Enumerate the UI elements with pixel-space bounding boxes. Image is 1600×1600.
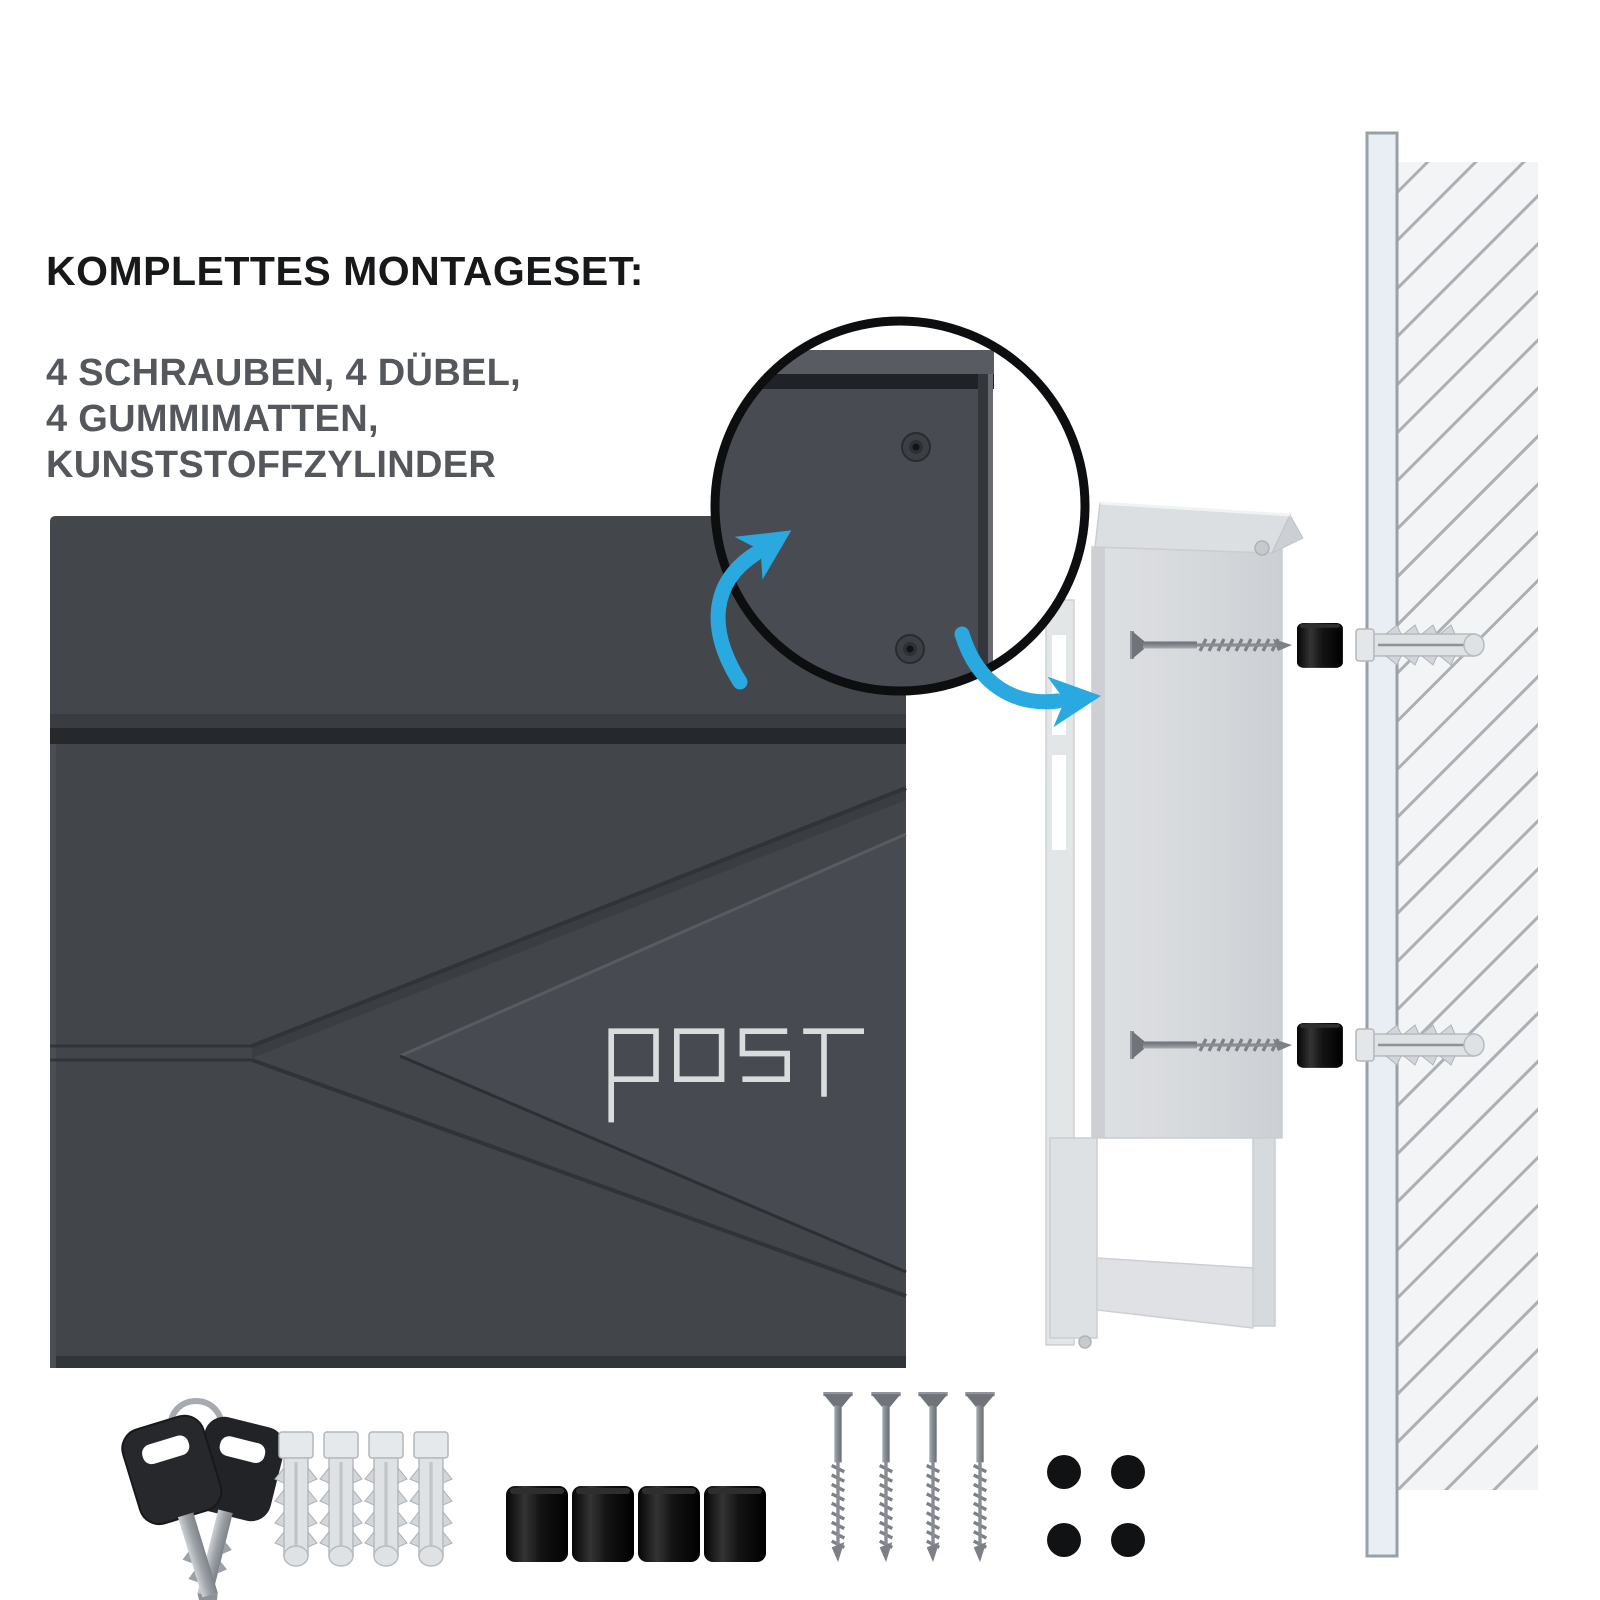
screw: [963, 1390, 997, 1564]
logo-letter-p: [608, 1028, 659, 1123]
rotate-arrow-left-icon: [710, 530, 792, 690]
lid-bottom-shade: [50, 714, 906, 728]
body-left-highlight: [50, 744, 56, 1368]
crease-lower: [251, 1058, 907, 1298]
rubber-cylinders-set: [506, 1486, 766, 1562]
bracket-slot: [1052, 755, 1066, 850]
screw: [916, 1390, 950, 1564]
side-lid-screw: [1254, 540, 1270, 556]
keys: [121, 1398, 285, 1600]
rubber-mat-dot: [1111, 1455, 1145, 1489]
back-screw-hole: [895, 634, 925, 664]
mailbox-lid: [50, 516, 906, 728]
screw: [821, 1390, 855, 1564]
rubber-mats-set: [1047, 1455, 1145, 1557]
logo-letter-s: [739, 1028, 791, 1083]
wall-plug: [364, 1431, 408, 1567]
kit-line-gummimatten: 4 GUMMIMATTEN,: [46, 398, 379, 440]
holder-screw: [1078, 1335, 1092, 1349]
kit-line-zylinder: KUNSTSTOFFZYLINDER: [46, 444, 497, 486]
crease-upper: [251, 786, 907, 1048]
post-logo: [608, 1028, 865, 1123]
rubber-mat-dot: [1047, 1455, 1081, 1489]
back-top-seam: [718, 374, 994, 389]
bracket-slot: [1052, 635, 1066, 735]
logo-letter-o: [674, 1028, 725, 1083]
back-top-edge: [718, 350, 994, 374]
screw: [869, 1390, 903, 1564]
key: [121, 1414, 223, 1600]
newspaper-holder-left-bar: [1049, 1137, 1098, 1339]
rubber-cylinder: [704, 1486, 766, 1562]
rotate-arrow-right-icon: [954, 626, 1102, 728]
rubber-cylinder-horizontal: [1297, 623, 1343, 668]
rubber-mat-dot: [1111, 1523, 1145, 1557]
back-panel-edge: [978, 374, 988, 688]
side-body-edge: [1092, 547, 1105, 1138]
magnifier-border: [710, 316, 1090, 696]
mailbox-bottom-shade: [50, 1356, 906, 1368]
logo-letter-t: [803, 1028, 865, 1097]
rubber-cylinder: [638, 1486, 700, 1562]
rubber-mat-dot: [1047, 1523, 1081, 1557]
kit-line-screws-duebel: 4 SCHRAUBEN, 4 DÜBEL,: [46, 352, 522, 394]
mailbox-side-view: [1045, 501, 1304, 1349]
wall-plugs-set: [274, 1431, 453, 1567]
back-panel-edge-highlight: [988, 374, 993, 688]
newspaper-holder-tray: [1096, 1257, 1254, 1329]
rubber-cylinder: [572, 1486, 634, 1562]
flap-top-edge: [399, 832, 907, 1058]
envelope-flap: [400, 834, 906, 1272]
wall-hatch: [1396, 162, 1538, 1490]
crease-shadow-upper: [252, 788, 906, 1058]
wall-plug: [409, 1431, 453, 1567]
back-screw-hole: [901, 432, 931, 462]
wall-surface: [1365, 131, 1399, 1558]
page-title: KOMPLETTES MONTAGESET:: [46, 248, 644, 294]
flap-bottom-edge: [399, 1054, 907, 1274]
lid-gap: [50, 728, 906, 744]
newspaper-holder-right-bar: [1252, 1137, 1276, 1327]
kit-contents-list: 4 SCHRAUBEN, 4 DÜBEL, 4 GUMMIMATTEN, KUN…: [46, 350, 766, 488]
wall-plug: [319, 1431, 363, 1567]
rubber-cylinder: [506, 1486, 568, 1562]
mailbox-front-view: [50, 516, 907, 1368]
side-lid-tip: [1270, 513, 1304, 555]
screws-set: [821, 1390, 997, 1564]
wall-plug: [274, 1431, 318, 1567]
side-lid-highlight: [1099, 501, 1291, 517]
wall: [1365, 131, 1538, 1558]
rubber-cylinder-horizontal: [1297, 1023, 1343, 1068]
